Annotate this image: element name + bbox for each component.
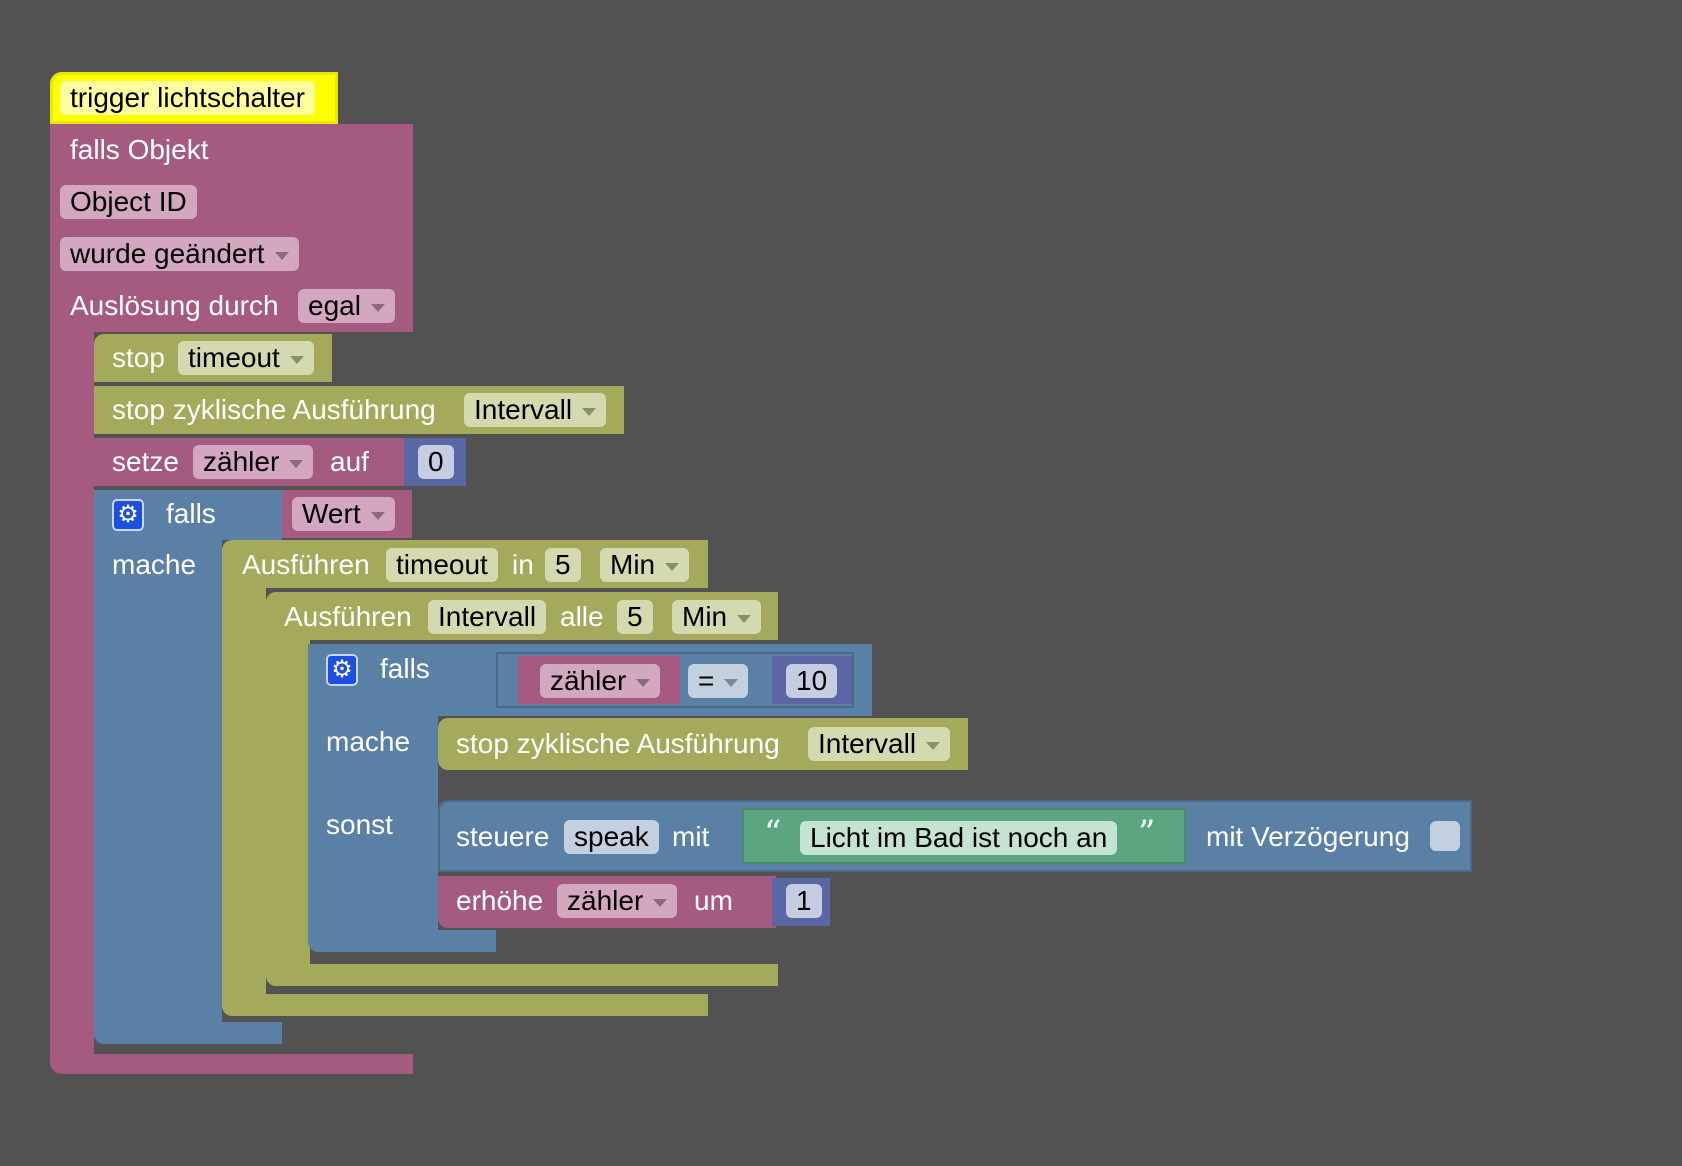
set-variable-label: setze xyxy=(112,446,179,477)
timeout-unit-dropdown[interactable]: Min xyxy=(600,548,690,582)
interval-alle-label: alle xyxy=(560,601,604,632)
compare-operator-dropdown[interactable]: = xyxy=(688,664,749,698)
interval-label: Ausführen xyxy=(284,601,412,632)
dropdown-arrow-icon xyxy=(926,741,941,750)
stop-interval-inner-label: stop zyklische Ausführung xyxy=(456,728,780,759)
set-variable-dropdown[interactable]: zähler xyxy=(193,445,314,479)
increment-label: erhöhe xyxy=(456,885,544,916)
stop-timeout-value: timeout xyxy=(188,342,280,373)
timeout-in-label: in xyxy=(512,549,534,580)
stop-interval-inner-value: Intervall xyxy=(818,728,917,759)
if-inner-mache-label: mache xyxy=(326,726,411,757)
trigger-by-value: egal xyxy=(308,290,361,321)
timeout-name-field[interactable]: timeout xyxy=(386,548,498,582)
control-mit-label: mit xyxy=(672,821,710,852)
interval-unit-dropdown[interactable]: Min xyxy=(672,600,762,634)
dropdown-arrow-icon xyxy=(370,511,385,520)
hat-label-field[interactable]: trigger lichtschalter xyxy=(60,81,315,115)
if-inner-falls-label: falls xyxy=(380,653,430,684)
timeout-unit-value: Min xyxy=(610,549,656,580)
dropdown-arrow-icon xyxy=(289,459,304,468)
compare-operator-value: = xyxy=(698,665,715,696)
stop-timeout-label: stop xyxy=(112,342,165,373)
if-outer-falls-label: falls xyxy=(166,498,216,529)
gear-icon[interactable]: ⚙ xyxy=(112,499,144,531)
trigger-by-label: Auslösung durch xyxy=(70,290,279,321)
trigger-by-dropdown[interactable]: egal xyxy=(298,289,395,323)
dropdown-arrow-icon xyxy=(274,251,289,260)
trigger-block-footer xyxy=(50,1054,413,1074)
close-quote-icon: ” xyxy=(1138,813,1156,853)
interval-value-field[interactable]: 5 xyxy=(617,600,653,634)
number-field-0[interactable]: 0 xyxy=(418,445,454,479)
set-variable-auf: auf xyxy=(330,446,369,477)
interval-block-footer xyxy=(266,964,778,986)
increment-var-name: zähler xyxy=(567,885,644,916)
change-option-dropdown[interactable]: wurde geändert xyxy=(60,237,299,271)
if-outer-footer xyxy=(94,1022,282,1044)
dropdown-arrow-icon xyxy=(370,303,385,312)
text-value-field[interactable]: Licht im Bad ist noch an xyxy=(800,821,1118,855)
set-variable-name: zähler xyxy=(203,446,280,477)
dropdown-arrow-icon xyxy=(582,407,597,416)
if-inner-body xyxy=(308,716,438,934)
timeout-label: Ausführen xyxy=(242,549,370,580)
stop-interval-inner-dropdown[interactable]: Intervall xyxy=(808,727,951,761)
number-field-10[interactable]: 10 xyxy=(786,664,838,698)
control-target-field[interactable]: speak xyxy=(564,820,659,854)
condition-value-text: Wert xyxy=(302,498,361,529)
control-delay-label: mit Verzögerung xyxy=(1206,821,1410,852)
change-option-value: wurde geändert xyxy=(70,238,265,269)
compare-var-dropdown[interactable]: zähler xyxy=(540,664,661,698)
timeout-value-field[interactable]: 5 xyxy=(545,548,581,582)
dropdown-arrow-icon xyxy=(653,898,668,907)
stop-interval-dropdown[interactable]: Intervall xyxy=(464,393,607,427)
compare-var-name: zähler xyxy=(550,665,627,696)
dropdown-arrow-icon xyxy=(636,678,651,687)
stop-timeout-dropdown[interactable]: timeout xyxy=(178,341,314,375)
delay-checkbox[interactable] xyxy=(1430,821,1460,851)
increment-var-dropdown[interactable]: zähler xyxy=(557,884,678,918)
interval-name-field[interactable]: Intervall xyxy=(428,600,547,634)
increment-um-label: um xyxy=(694,885,733,916)
timeout-block-spine xyxy=(222,588,266,1008)
object-id-field[interactable]: Object ID xyxy=(60,185,197,219)
dropdown-arrow-icon xyxy=(724,678,739,687)
timeout-block-footer xyxy=(222,994,708,1016)
dropdown-arrow-icon xyxy=(737,614,752,623)
dropdown-arrow-icon xyxy=(289,355,304,364)
if-outer-mache-label: mache xyxy=(112,549,197,580)
if-inner-footer xyxy=(308,930,496,952)
if-inner-sonst-label: sonst xyxy=(326,809,393,840)
control-label: steuere xyxy=(456,821,550,852)
dropdown-arrow-icon xyxy=(665,562,680,571)
stop-interval-label: stop zyklische Ausführung xyxy=(112,394,436,425)
trigger-title: falls Objekt xyxy=(70,134,209,165)
interval-block-spine xyxy=(266,640,310,970)
stop-interval-value: Intervall xyxy=(474,394,573,425)
if-outer-mache-area xyxy=(94,540,222,1030)
condition-value-dropdown[interactable]: Wert xyxy=(292,497,395,531)
trigger-block-spine xyxy=(50,330,94,1058)
interval-unit-value: Min xyxy=(682,601,728,632)
open-quote-icon: “ xyxy=(764,813,782,853)
gear-icon[interactable]: ⚙ xyxy=(326,654,358,686)
number-field-1[interactable]: 1 xyxy=(786,884,822,918)
